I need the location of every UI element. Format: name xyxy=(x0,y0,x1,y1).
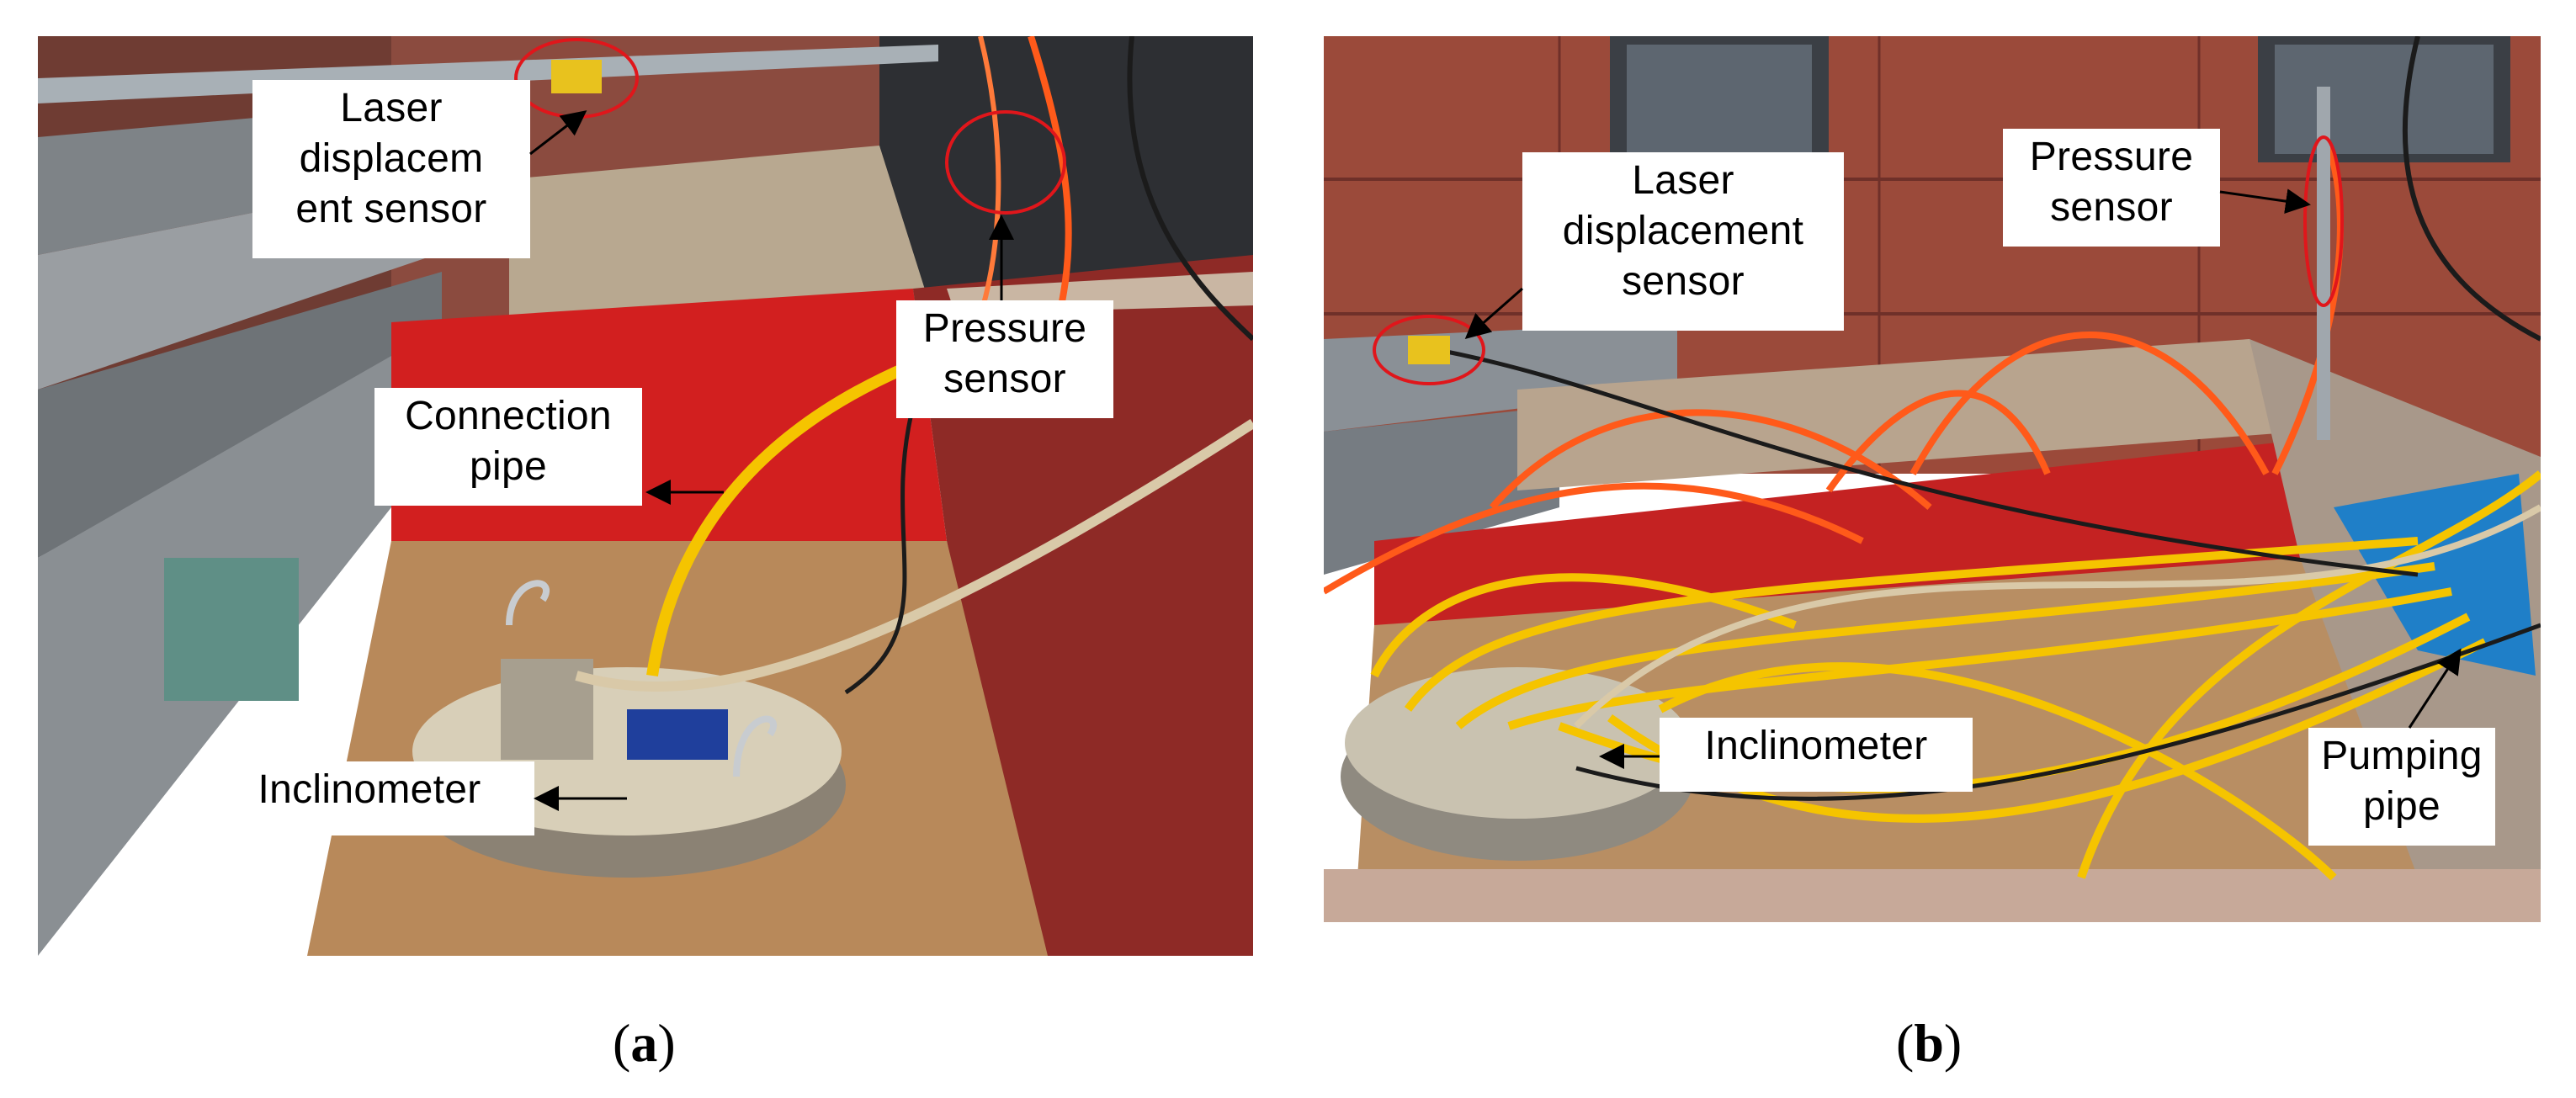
photo-panel-a: Laser displacem ent sensor Pressure sens… xyxy=(38,36,1253,956)
label-connection-pipe-a: Connection pipe xyxy=(374,388,642,506)
caption-a: (a) xyxy=(613,1013,676,1073)
label-pressure-sensor-b: Pressure sensor xyxy=(2003,129,2220,247)
label-pressure-sensor-a: Pressure sensor xyxy=(896,300,1113,418)
photo-panel-b: Laser displacement sensor Pressure senso… xyxy=(1324,36,2541,922)
label-laser-displacement-sensor-a: Laser displacem ent sensor xyxy=(252,80,530,258)
caption-b: (b) xyxy=(1896,1013,1963,1073)
label-inclinometer-b: Inclinometer xyxy=(1660,718,1973,792)
label-pumping-pipe-b: Pumping pipe xyxy=(2308,728,2495,846)
photo-b-scene xyxy=(1324,36,2541,922)
label-inclinometer-a: Inclinometer xyxy=(204,761,534,835)
label-laser-displacement-sensor-b: Laser displacement sensor xyxy=(1522,152,1844,331)
